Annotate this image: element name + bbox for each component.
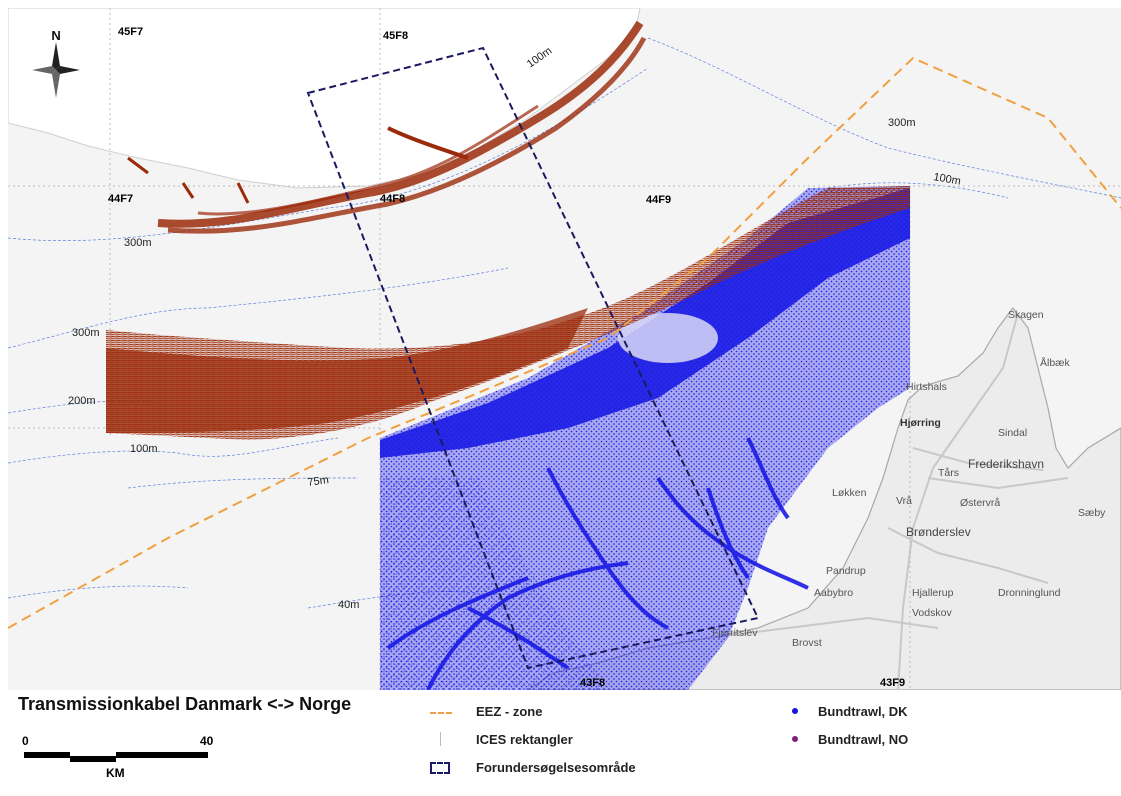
depth-label: 100m xyxy=(130,443,158,455)
place-name: Fjerritslev xyxy=(712,627,758,639)
legend-panel: Transmissionkabel Danmark <-> Norge 0 40… xyxy=(0,690,1121,796)
north-arrow-icon: N xyxy=(32,28,80,98)
depth-label: 200m xyxy=(68,395,96,407)
ices-label: 44F7 xyxy=(108,193,133,205)
trawl-area-no-core xyxy=(106,308,588,433)
legend-title: Transmissionkabel Danmark <-> Norge xyxy=(18,694,352,714)
eez-line xyxy=(7,56,1121,629)
place-name: Tårs xyxy=(938,467,959,479)
legend-item-ices: ICES rektangler xyxy=(476,732,573,747)
ices-label: 43F8 xyxy=(580,677,605,689)
ices-label: 45F8 xyxy=(383,30,408,42)
roads xyxy=(707,312,1069,691)
place-name: Hirtshals xyxy=(906,381,947,393)
place-name: Sæby xyxy=(1078,507,1106,519)
place-name: Hjallerup xyxy=(912,587,954,599)
ices-symbol-icon xyxy=(440,732,441,746)
place-name: Vodskov xyxy=(912,607,952,619)
place-name: Ålbæk xyxy=(1040,356,1071,369)
scale-start-label: 0 xyxy=(22,734,29,748)
scale-bar: 0 40 KM xyxy=(22,734,214,780)
place-name: Brønderslev xyxy=(906,525,971,539)
depth-label: 300m xyxy=(888,117,916,129)
place-name: Brovst xyxy=(792,637,822,649)
trawl-tracks-no-coast xyxy=(127,20,647,234)
survey-area[interactable] xyxy=(306,46,760,670)
depth-label: 300m xyxy=(124,237,152,249)
depth-label: 100m xyxy=(932,171,961,188)
ices-label: 44F9 xyxy=(646,194,671,206)
trawl-no-dot-icon xyxy=(792,736,798,742)
depth-label: 75m xyxy=(307,474,330,489)
legend-item-trawl-dk: Bundtrawl, DK xyxy=(818,704,908,719)
ices-label: 45F7 xyxy=(118,26,143,38)
place-name: Sindal xyxy=(998,427,1027,439)
north-label: N xyxy=(51,28,60,43)
ices-label: 44F8 xyxy=(380,193,405,205)
place-name: Hjørring xyxy=(900,417,941,429)
ices-label: 43F9 xyxy=(880,677,905,689)
scale-end-label: 40 xyxy=(200,734,214,748)
place-name: Dronninglund xyxy=(998,587,1061,599)
eez-symbol-icon xyxy=(430,712,452,714)
untrawled-patch xyxy=(618,313,718,363)
place-name: Aabybro xyxy=(814,587,853,599)
place-name: Løkken xyxy=(832,487,867,499)
survey-area-symbol-icon xyxy=(430,762,450,774)
place-name: Skagen xyxy=(1008,309,1044,321)
depth-label: 300m xyxy=(72,327,100,339)
scale-unit-label: KM xyxy=(106,766,125,780)
depth-label: 40m xyxy=(338,599,359,611)
trawl-dk-dot-icon xyxy=(792,708,798,714)
place-name: Østervrå xyxy=(960,497,1000,509)
legend-item-eez: EEZ - zone xyxy=(476,704,543,719)
legend-item-trawl-no: Bundtrawl, NO xyxy=(818,732,909,747)
place-name: Vrå xyxy=(896,495,912,507)
trawl-area-dk-sparse xyxy=(380,478,608,690)
map-canvas[interactable]: N 45F7 45F8 44F7 44F8 44F9 43F8 43F9 100… xyxy=(7,7,1121,691)
place-name: Pandrup xyxy=(826,565,866,577)
legend-item-survey-area: Forundersøgelsesområde xyxy=(476,760,636,775)
place-name: Frederikshavn xyxy=(968,457,1044,471)
